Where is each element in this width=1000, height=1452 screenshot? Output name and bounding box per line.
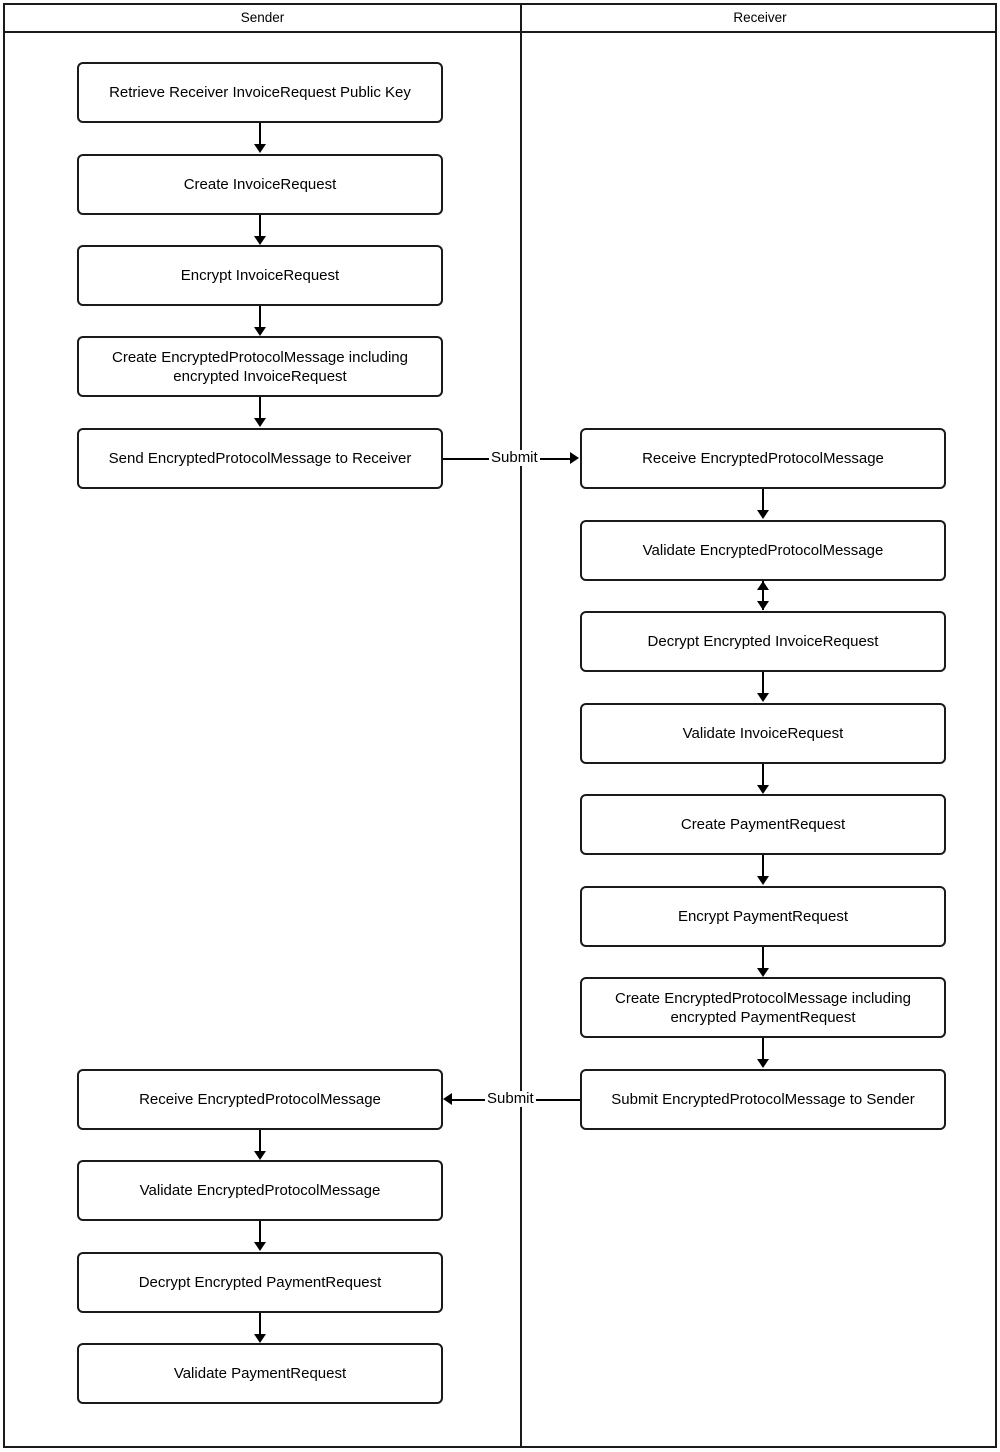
node-label: Validate InvoiceRequest <box>682 725 844 742</box>
node-encrypt-invoicerequest[interactable]: Encrypt InvoiceRequest <box>77 245 443 306</box>
node-label: Validate PaymentRequest <box>173 1365 347 1382</box>
connector-r4-r5 <box>762 764 764 786</box>
connector-s4-s5 <box>259 397 261 419</box>
connector-s6-s7 <box>259 1130 261 1152</box>
node-create-encryptedprotocolmessage-invoicerequest[interactable]: Create EncryptedProtocolMessage includin… <box>77 336 443 397</box>
node-label: Submit EncryptedProtocolMessage to Sende… <box>611 1091 915 1108</box>
lane-header-receiver: Receiver <box>733 10 787 25</box>
arrowhead-r1-r2-icon <box>757 510 769 519</box>
connector-r2-r3 <box>762 581 764 610</box>
node-label: Decrypt Encrypted InvoiceRequest <box>647 633 879 650</box>
arrowhead-r2-r3-down-icon <box>757 601 769 610</box>
node-label: Validate EncryptedProtocolMessage <box>139 1182 381 1199</box>
node-label: Encrypt InvoiceRequest <box>180 267 340 284</box>
node-label: Validate EncryptedProtocolMessage <box>642 542 884 559</box>
connector-r5-r6 <box>762 855 764 877</box>
connector-r6-r7 <box>762 947 764 969</box>
node-label: Send EncryptedProtocolMessage to Receive… <box>108 450 412 467</box>
node-encrypt-paymentrequest[interactable]: Encrypt PaymentRequest <box>580 886 946 947</box>
node-create-encryptedprotocolmessage-paymentrequest[interactable]: Create EncryptedProtocolMessage includin… <box>580 977 946 1038</box>
node-label: Retrieve Receiver InvoiceRequest Public … <box>109 84 411 101</box>
node-label: Decrypt Encrypted PaymentRequest <box>138 1274 382 1291</box>
connector-s3-s4 <box>259 306 261 328</box>
connector-r7-r8 <box>762 1038 764 1060</box>
connector-r3-r4 <box>762 672 764 694</box>
node-validate-invoicerequest[interactable]: Validate InvoiceRequest <box>580 703 946 764</box>
node-receive-encryptedprotocolmessage-receiver[interactable]: Receive EncryptedProtocolMessage <box>580 428 946 489</box>
connector-s8-s9 <box>259 1313 261 1335</box>
arrowhead-s1-s2-icon <box>254 144 266 153</box>
connector-r1-r2 <box>762 489 764 511</box>
node-label: Create InvoiceRequest <box>183 176 337 193</box>
node-validate-paymentrequest[interactable]: Validate PaymentRequest <box>77 1343 443 1404</box>
node-validate-encryptedprotocolmessage-receiver[interactable]: Validate EncryptedProtocolMessage <box>580 520 946 581</box>
node-create-invoicerequest[interactable]: Create InvoiceRequest <box>77 154 443 215</box>
arrowhead-s2-s3-icon <box>254 236 266 245</box>
node-label: Receive EncryptedProtocolMessage <box>642 450 884 467</box>
arrowhead-s5-r1-icon <box>570 452 579 464</box>
arrowhead-s8-s9-icon <box>254 1334 266 1343</box>
arrowhead-s3-s4-icon <box>254 327 266 336</box>
node-validate-encryptedprotocolmessage-sender[interactable]: Validate EncryptedProtocolMessage <box>77 1160 443 1221</box>
lane-header-divider <box>3 31 997 33</box>
edge-label-submit-to-sender: Submit <box>485 1090 536 1107</box>
node-label: Create PaymentRequest <box>680 816 846 833</box>
arrowhead-r5-r6-icon <box>757 876 769 885</box>
node-label: Create EncryptedProtocolMessage includin… <box>615 989 911 1026</box>
node-decrypt-encrypted-invoicerequest[interactable]: Decrypt Encrypted InvoiceRequest <box>580 611 946 672</box>
arrowhead-r7-r8-icon <box>757 1059 769 1068</box>
arrowhead-s7-s8-icon <box>254 1242 266 1251</box>
arrowhead-r8-s6-icon <box>443 1093 452 1105</box>
node-send-encryptedprotocolmessage-to-receiver[interactable]: Send EncryptedProtocolMessage to Receive… <box>77 428 443 489</box>
node-label: Encrypt PaymentRequest <box>677 908 849 925</box>
node-submit-encryptedprotocolmessage-to-sender[interactable]: Submit EncryptedProtocolMessage to Sende… <box>580 1069 946 1130</box>
edge-label-submit-to-receiver: Submit <box>489 449 540 466</box>
connector-s1-s2 <box>259 123 261 145</box>
node-create-paymentrequest[interactable]: Create PaymentRequest <box>580 794 946 855</box>
node-label: Receive EncryptedProtocolMessage <box>139 1091 381 1108</box>
connector-s2-s3 <box>259 215 261 237</box>
node-decrypt-encrypted-paymentrequest[interactable]: Decrypt Encrypted PaymentRequest <box>77 1252 443 1313</box>
lane-header-sender: Sender <box>240 10 285 25</box>
arrowhead-s4-s5-icon <box>254 418 266 427</box>
arrowhead-r3-r4-icon <box>757 693 769 702</box>
node-label: Create EncryptedProtocolMessage includin… <box>112 348 408 385</box>
arrowhead-r6-r7-icon <box>757 968 769 977</box>
node-retrieve-receiver-invoicerequest-public-key[interactable]: Retrieve Receiver InvoiceRequest Public … <box>77 62 443 123</box>
connector-s7-s8 <box>259 1221 261 1243</box>
arrowhead-r2-r3-up-icon <box>757 581 769 590</box>
node-receive-encryptedprotocolmessage-sender[interactable]: Receive EncryptedProtocolMessage <box>77 1069 443 1130</box>
arrowhead-s6-s7-icon <box>254 1151 266 1160</box>
lane-vertical-divider <box>520 3 522 1448</box>
arrowhead-r4-r5-icon <box>757 785 769 794</box>
